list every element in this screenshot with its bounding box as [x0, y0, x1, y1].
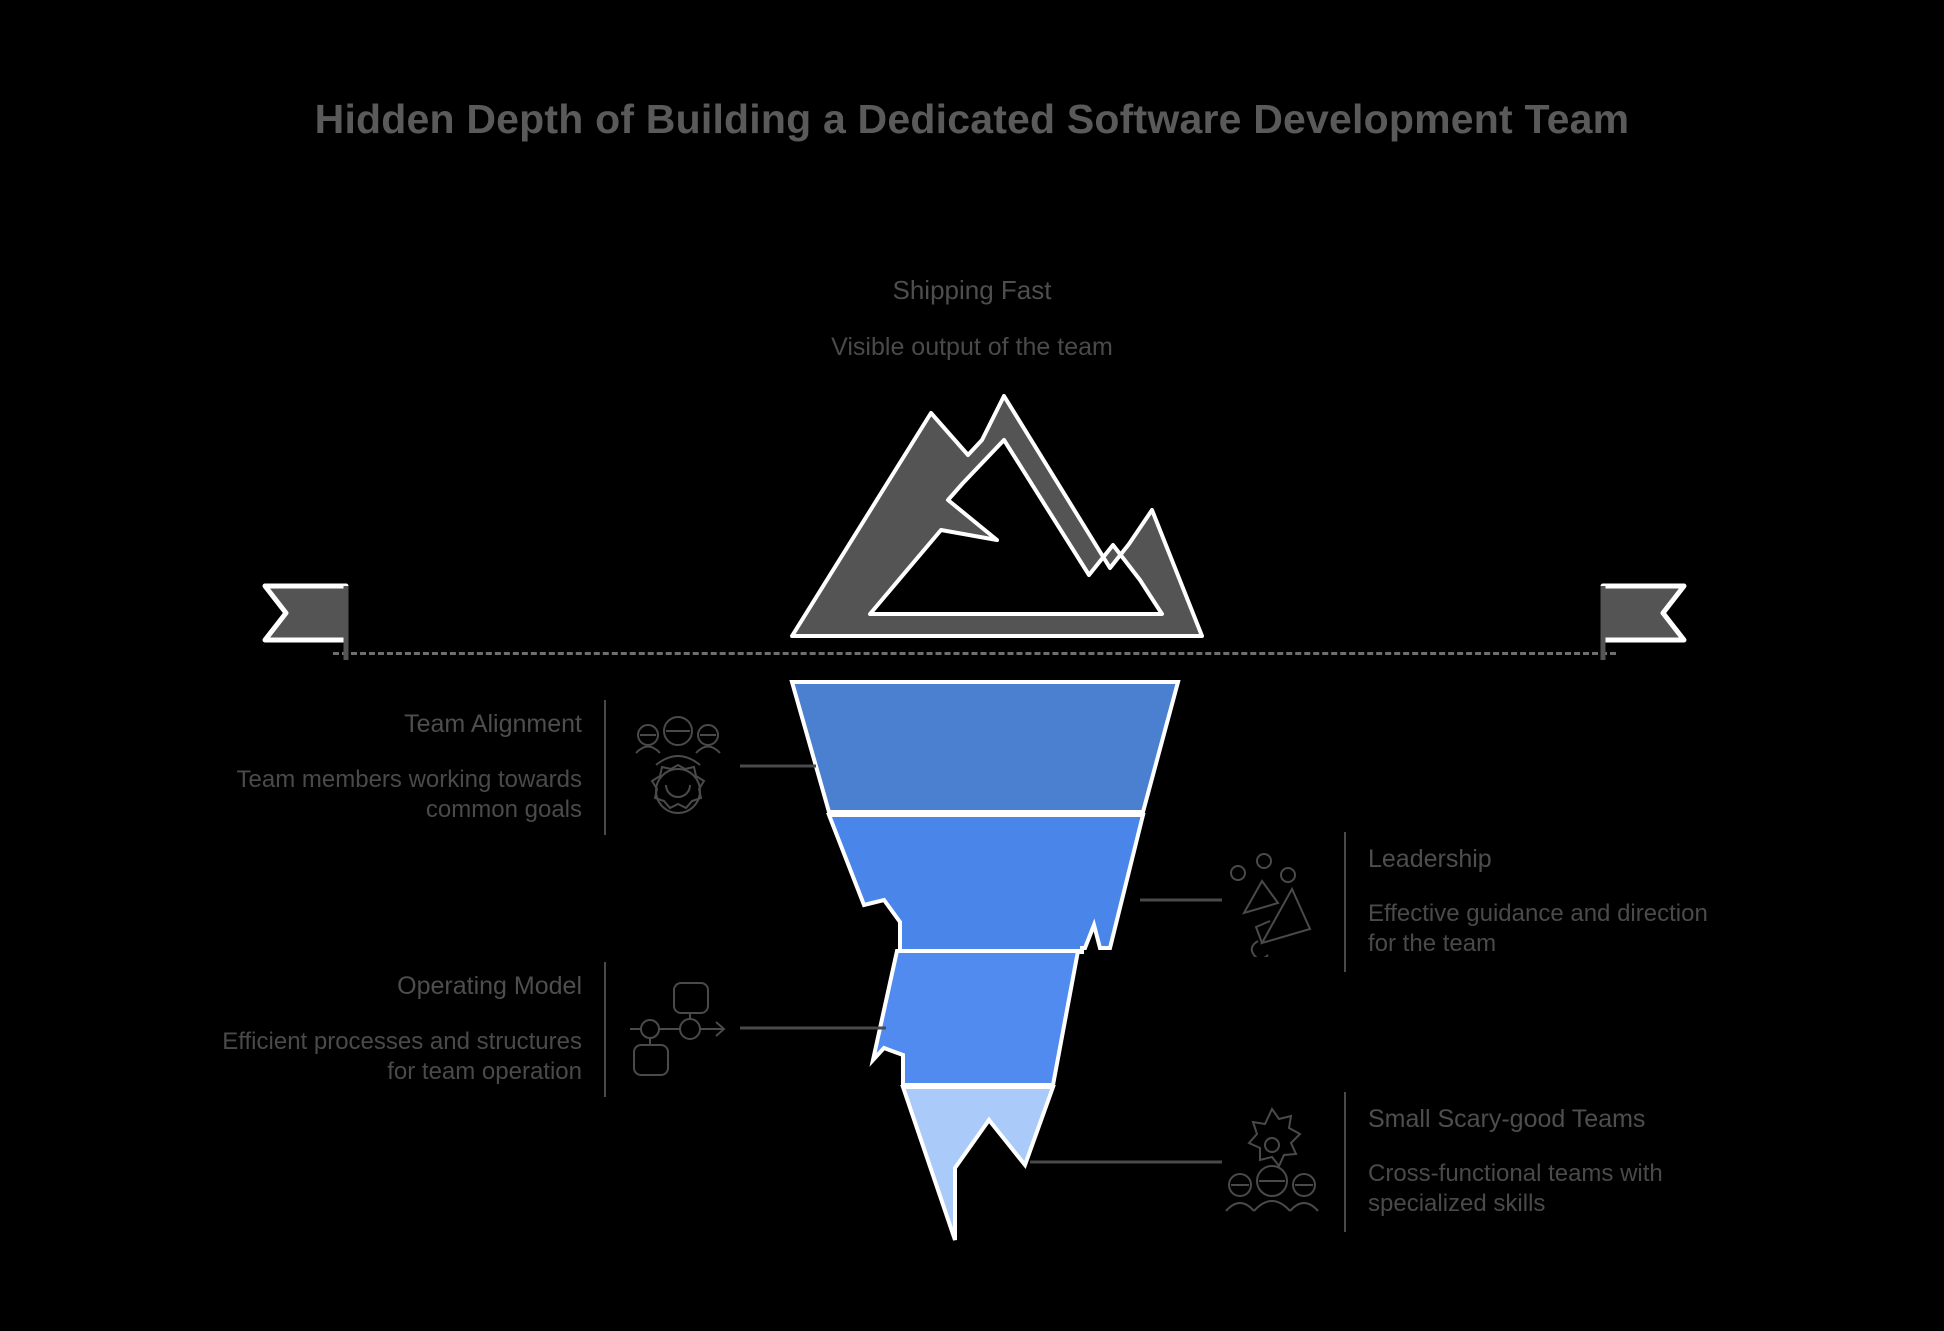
iceberg-layer-team-alignment — [789, 680, 1181, 814]
above-water-heading: Shipping Fast — [892, 275, 1052, 305]
flag-left-icon — [262, 583, 349, 643]
callout-heading-leadership: Leadership — [1368, 844, 1492, 873]
mountain-detail-icon — [790, 394, 1204, 638]
callout-text-operating-model: Operating Model Efficient processes and … — [98, 972, 582, 1087]
callout-desc-team-alignment: Team members working towards common goal… — [118, 765, 582, 825]
flowchart-icon — [628, 975, 728, 1085]
callout-heading-operating-model: Operating Model — [397, 972, 582, 1001]
megaphone-icon — [1222, 847, 1322, 957]
flag-right-icon — [1600, 583, 1687, 643]
callout-desc-line2: common goals — [425, 795, 582, 823]
callout-heading-small-teams: Small Scary-good Teams — [1368, 1104, 1646, 1133]
callout-rule — [1344, 1092, 1346, 1232]
iceberg-layer-leadership — [826, 813, 1146, 954]
callout-desc-line2: for team operation — [387, 1057, 582, 1085]
callout-small-teams: Small Scary-good Teams Cross-functional … — [1222, 1092, 1862, 1232]
callout-rule — [1344, 832, 1346, 972]
callout-desc-line1: Effective guidance and direction — [1368, 900, 1708, 928]
callout-text-small-teams: Small Scary-good Teams Cross-functional … — [1368, 1105, 1862, 1220]
callout-text-team-alignment: Team Alignment Team members working towa… — [118, 710, 582, 825]
callout-text-leadership: Leadership Effective guidance and direct… — [1368, 845, 1842, 960]
page-title: Hidden Depth of Building a Dedicated Sof… — [314, 96, 1630, 142]
callout-desc-line2: for the team — [1368, 930, 1497, 958]
people-gear-icon — [628, 713, 728, 823]
callout-rule — [604, 962, 606, 1097]
callout-heading-team-alignment: Team Alignment — [404, 710, 582, 739]
callout-desc-leadership: Effective guidance and direction for the… — [1368, 899, 1842, 959]
callout-desc-small-teams: Cross-functional teams with specialized … — [1368, 1159, 1862, 1219]
waterline — [333, 652, 1616, 655]
callout-team-alignment: Team Alignment Team members working towa… — [118, 700, 728, 835]
callout-desc-line2: specialized skills — [1368, 1190, 1546, 1218]
callout-rule — [604, 700, 606, 835]
callout-leadership: Leadership Effective guidance and direct… — [1222, 832, 1842, 972]
callout-desc-line1: Cross-functional teams with — [1368, 1160, 1663, 1188]
above-water-description: Visible output of the team — [831, 333, 1113, 361]
callout-operating-model: Operating Model Efficient processes and … — [98, 962, 728, 1097]
callout-desc-operating-model: Efficient processes and structures for t… — [98, 1027, 582, 1087]
iceberg-layer-small-teams — [900, 1085, 1056, 1241]
iceberg-layer-operating-model — [869, 949, 1081, 1087]
flower-people-icon — [1222, 1103, 1322, 1221]
callout-desc-line1: Team members working towards — [236, 765, 582, 793]
callout-desc-line1: Efficient processes and structures — [222, 1027, 582, 1055]
